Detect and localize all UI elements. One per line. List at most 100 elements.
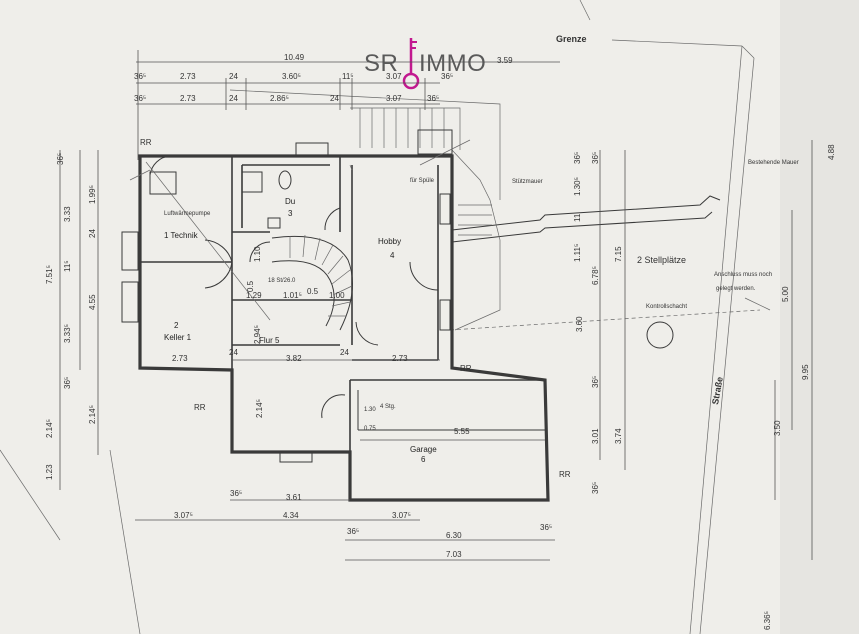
anschluss-line1: Anschluss muss noch [714,272,772,278]
dimension-label: 9.95 [801,364,810,380]
dimension-label: 6.78⁵ [591,266,600,285]
dimension-label: 3.60 [575,316,584,332]
boundary-line-top [611,39,743,47]
dimension-label: 3.59 [497,56,513,65]
dimension-label: 2.86⁵ [270,94,289,103]
logo-text-left: SR [364,50,398,77]
grenze-label: Grenze [556,34,587,44]
dimension-label: 36⁵ [573,152,582,164]
outside-stairs [359,108,492,236]
dimension-label: 7.03 [446,550,462,559]
strasse-label: Straße [710,376,725,405]
kontrollschacht-manhole [646,321,674,349]
dimension-label: 3.33⁵ [63,324,72,343]
dimension-label: 1.01⁵ [283,291,302,300]
dimension-lines [59,50,813,561]
dimension-label: 36⁵ [441,72,453,81]
boundary-corner [741,45,755,59]
sewer-arrow [744,297,771,311]
dimension-label: 2.73 [392,354,408,363]
paper-fold-shadow [780,0,859,634]
dimension-label: 24 [229,94,238,103]
dimension-label: 11⁵ [63,260,72,272]
dimension-label: 7.51⁵ [45,265,54,284]
terrace-outline [451,149,501,331]
dimension-label: 36⁵ [63,377,72,389]
dimension-label: 0.5 [246,280,255,292]
dimension-label: 24 [229,348,238,357]
dimension-label: 0.5 [307,287,319,296]
rr-label: RR [194,403,206,412]
dimension-label: 3.07 [386,72,402,81]
dimension-label: 3.01 [591,428,600,444]
logo-text-right: IMMO [419,50,486,77]
dimension-label: 2.14⁵ [88,405,97,424]
dimension-label: 7.15 [614,246,623,262]
room-keller-number: 2 [174,321,179,330]
dimension-label: 3.74 [614,428,623,444]
room-technik-label: 1 Technik [164,231,199,240]
room-garage-label: Garage [410,445,437,454]
dimension-label: 36⁵ [134,72,146,81]
dimension-label: 2.73 [180,72,196,81]
dimension-label: 3.60⁵ [282,72,301,81]
sewer-line [449,309,761,331]
dimension-label: 10.49 [284,53,305,62]
left-site-line [0,449,61,541]
dimension-label: 36⁵ [230,489,242,498]
stair-ratio-label: 18 St/26.0 [268,278,296,284]
boundary-line-right [699,57,755,634]
section-line-b [349,164,353,171]
dimension-label: 3.07 [386,94,402,103]
dimension-label: 5.55 [454,427,470,436]
rr-label: RR [559,470,571,479]
dimension-label: 24 [88,229,97,238]
dimension-label: 5.00 [781,286,790,302]
dimension-label: 36⁵ [56,153,65,165]
room-dusche-label: Du [285,197,295,206]
dimension-label: 3.50 [773,420,782,436]
section-marker [129,169,151,181]
room-hobby-number: 4 [390,251,395,260]
dimension-label: 36⁵ [134,94,146,103]
key-icon [402,38,420,90]
dimension-label: 1.30⁵ [573,177,582,196]
dimension-label: 2.73 [172,354,188,363]
dimension-label: 4.88 [827,144,836,160]
luftwaermepumpe-label: Luftwärmepumpe [164,211,211,217]
anschluss-line2: gelegt werden. [716,286,756,292]
rr-label: RR [460,364,472,373]
room-flur-label: Flur 5 [259,336,280,345]
rr-markers: RR RR RR RR [140,138,571,479]
dimension-label: 11 [573,213,582,222]
dimension-label: 6.30 [446,531,462,540]
shower-tray [241,171,263,193]
dimension-label: 1.23 [45,464,54,480]
stair-steps-label: 4 Stg. [380,404,396,410]
stuetzmauer-label: Stützmauer [512,179,543,185]
dimension-label: 2.14⁵ [45,419,54,438]
sr-immo-logo: SR IMMO [364,38,486,90]
paper-edge [579,0,591,21]
dimension-label: 3.61 [286,493,302,502]
parking-area: Stützmauer 2 Stellplätze Anschluss muss … [449,179,772,349]
dimension-label: 1.11⁵ [573,244,582,262]
dimension-label: 2.14⁵ [255,399,264,418]
heat-pump-unit [149,171,177,195]
spiral-staircase [271,234,353,331]
room-dusche-number: 3 [288,209,293,218]
dimension-label: 3.07⁵ [392,511,411,520]
left-site-line-2 [109,449,141,634]
dimension-labels: 10.49 36⁵ 2.73 24 3.60⁵ 11⁵ 3.07 36⁵ 3.5… [45,53,836,630]
dimension-label: 3.33 [63,206,72,222]
dimension-label: 11⁵ [342,72,354,81]
dimension-label: 2.94⁵ [253,325,262,344]
stellplaetze-label: 2 Stellplätze [637,255,686,265]
doors [149,155,439,419]
dimension-label: 4.55 [88,294,97,310]
dimension-label: 24 [340,348,349,357]
dimension-label: 3.82 [286,354,302,363]
section-line-a [145,161,271,321]
